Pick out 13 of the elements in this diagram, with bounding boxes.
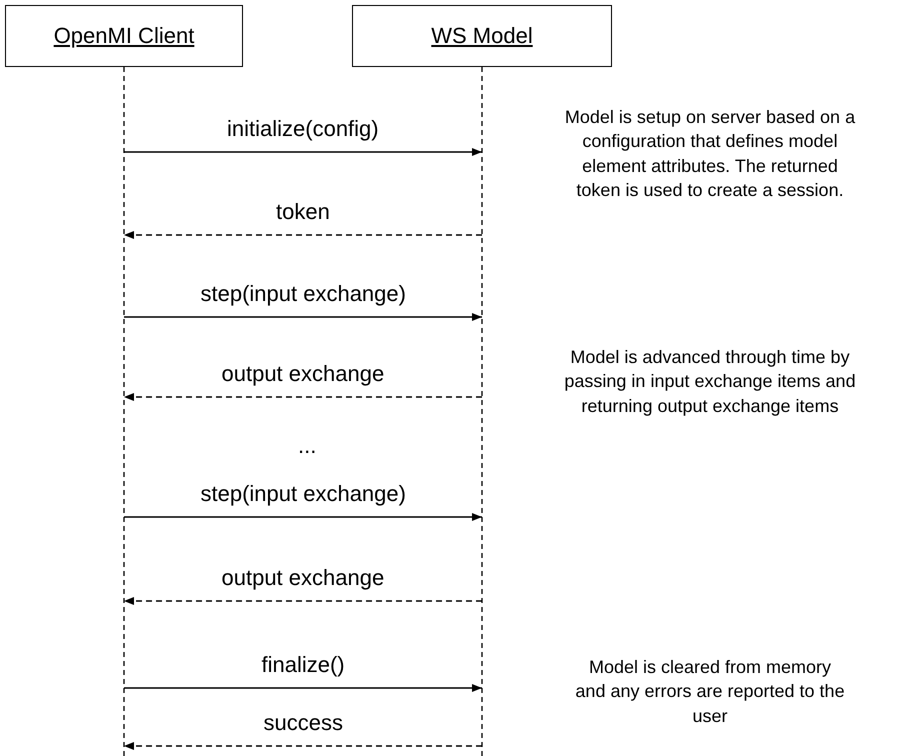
return-message-arrow [124,597,482,605]
message-arrow [124,148,482,156]
participant-box: OpenMI Client [5,5,243,67]
return-message-arrow [124,393,482,401]
message-arrow [124,684,482,692]
return-message-arrow [124,742,482,750]
message-arrow [124,513,482,521]
note-text: Model is cleared from memory and any errors are reported to the user [575,656,845,728]
message-arrow [124,313,482,321]
participant-box: WS Model [352,5,612,67]
note-text: Model is setup on server based on a configuration that defines model element attributes. The returned token is used to create a session. [564,106,856,202]
return-message-arrow [124,231,482,239]
note-text: Model is advanced through time by passing in input exchange items and returning output exchange items [563,346,857,418]
